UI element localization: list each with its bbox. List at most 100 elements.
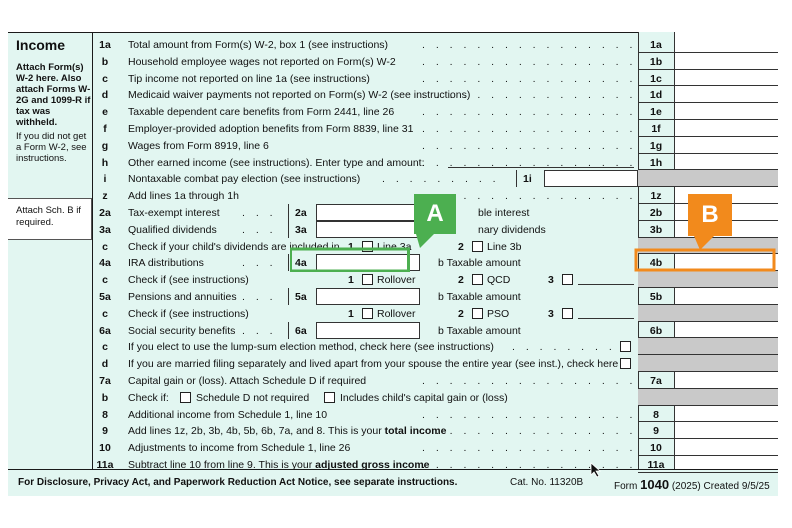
- right-line-label: 1e: [638, 103, 674, 120]
- option-number: 2: [458, 240, 464, 253]
- right-line-label: 7a: [638, 372, 674, 389]
- inner-amount-field[interactable]: [544, 170, 638, 188]
- right-line-label: 1g: [638, 137, 674, 154]
- footer-cat-number: Cat. No. 11320B: [510, 477, 584, 488]
- amount-field: [674, 388, 778, 406]
- dot-leader: . . . . . . . . . . . . . . . . . . . .: [382, 173, 502, 186]
- top-rule: [8, 32, 778, 33]
- amount-field[interactable]: [674, 53, 778, 70]
- line-description-text: Wages from Form 8919, line 6: [128, 139, 269, 152]
- line-description-text: Nontaxable combat pay election (see inst…: [128, 173, 361, 186]
- callout-a: [290, 194, 456, 272]
- option-number: 1: [348, 274, 354, 287]
- line-description-text: Pensions and annuities: [128, 291, 237, 303]
- line-description: Check if:: [128, 392, 169, 404]
- line-description-text: Check if your child's dividends are incl…: [128, 240, 340, 253]
- line-number: e: [102, 106, 108, 119]
- line-number: c: [102, 72, 108, 85]
- amount-field[interactable]: [674, 103, 778, 120]
- option-number: 1: [348, 240, 354, 253]
- checkbox-line-6c[interactable]: [620, 341, 631, 353]
- checkbox-pso[interactable]: [472, 307, 483, 319]
- line-description-text: Check if:: [128, 391, 169, 404]
- line-description: Additional income from Schedule 1, line …: [128, 409, 327, 421]
- amount-field: [674, 271, 778, 288]
- checkbox-line-6d[interactable]: [620, 358, 631, 370]
- option-3-write-in[interactable]: [578, 317, 634, 319]
- line-description-text: Medicaid waiver payments not reported on…: [128, 89, 471, 102]
- line-description: Nontaxable combat pay election (see inst…: [128, 173, 360, 185]
- dot-leader: . . . . . . . . . . . . . . . . . . . .: [242, 257, 282, 270]
- right-line-label: [638, 355, 674, 372]
- checkbox-option-3[interactable]: [562, 274, 573, 286]
- checkbox-schedule-d-not-required[interactable]: [180, 391, 191, 403]
- right-line-label: 1c: [638, 70, 674, 87]
- checkbox-line-3a[interactable]: [362, 240, 373, 252]
- line-description: Add lines 1a through 1h: [128, 190, 239, 202]
- line-description-text: Capital gain or (loss). Attach Schedule …: [128, 375, 367, 387]
- amount-field[interactable]: [674, 221, 778, 238]
- line-number: d: [101, 358, 109, 371]
- dot-leader: . . . . . . . . . . . . . . . . . . . .: [422, 190, 632, 203]
- line-description-text: Total amount from Form(s) W-2, box 1 (se…: [128, 39, 389, 51]
- amount-field[interactable]: [674, 372, 778, 389]
- callout-b-label: B: [701, 201, 719, 228]
- line-number: c: [102, 240, 108, 253]
- line-description-text: If you elect to use the lump-sum electio…: [128, 341, 494, 354]
- checkbox-line-3b[interactable]: [472, 240, 483, 252]
- amount-field[interactable]: [674, 422, 778, 440]
- dot-leader: . . . . . . . . . . . . . . . . . . . .: [422, 156, 632, 169]
- line-description: If you are married filing separately and…: [128, 358, 618, 370]
- amount-field[interactable]: [674, 120, 778, 137]
- option-label: PSO: [487, 307, 510, 320]
- amount-field: [674, 304, 778, 322]
- right-line-label: 1f: [638, 120, 674, 137]
- line-number: f: [103, 123, 107, 135]
- right-line-label: 2b: [638, 204, 674, 221]
- line-description-text: Employer-provided adoption benefits from…: [128, 123, 414, 135]
- amount-field[interactable]: [674, 154, 778, 171]
- amount-field[interactable]: [674, 137, 778, 154]
- other-income-write-in[interactable]: [448, 166, 634, 168]
- amount-field[interactable]: [674, 322, 778, 339]
- line-number: 3a: [99, 223, 111, 236]
- inner-amount-field[interactable]: [316, 321, 420, 339]
- amount-field[interactable]: [674, 439, 778, 456]
- line-description: Check if (see instructions): [128, 274, 249, 286]
- amount-field[interactable]: [674, 406, 778, 423]
- line-description: Tip income not reported on line 1a (see …: [128, 73, 370, 85]
- amount-field[interactable]: [674, 70, 778, 87]
- amount-field[interactable]: [674, 456, 778, 473]
- line-description: Adjustments to income from Schedule 1, l…: [128, 442, 350, 454]
- amount-field[interactable]: [674, 86, 778, 104]
- line-description: Social security benefits: [128, 325, 235, 337]
- dot-leader: . . . . . . . . . . . . . . . . . . . .: [422, 106, 632, 119]
- amount-field[interactable]: [674, 36, 778, 53]
- attach-w2-note-bold: Attach Form(s) W-2 here. Also attach For…: [16, 62, 91, 128]
- line-number: b: [101, 391, 109, 404]
- callout-b-flag: [688, 194, 732, 236]
- attach-w2-note: Attach Form(s) W-2 here. Also attach For…: [16, 62, 92, 164]
- checkbox-child-capital-gain[interactable]: [324, 391, 335, 403]
- checkbox-option-3[interactable]: [562, 307, 573, 319]
- checkbox-qcd[interactable]: [472, 274, 483, 286]
- line-description: Check if (see instructions): [128, 308, 249, 320]
- checkbox-rollover[interactable]: [362, 307, 373, 319]
- option-label: Rollover: [377, 274, 416, 287]
- line-description-text: Qualified dividends: [128, 223, 217, 236]
- line-number: 6a: [99, 324, 111, 337]
- inner-amount-field[interactable]: [316, 288, 420, 305]
- right-line-label: 1z: [638, 187, 674, 204]
- line-description: Add lines 1z, 2b, 3b, 4b, 5b, 6b, 7a, an…: [128, 425, 446, 437]
- line-number: 8: [102, 408, 108, 421]
- checkbox-rollover[interactable]: [362, 274, 373, 286]
- amount-field[interactable]: [674, 288, 778, 305]
- option-3-write-in[interactable]: [578, 284, 634, 286]
